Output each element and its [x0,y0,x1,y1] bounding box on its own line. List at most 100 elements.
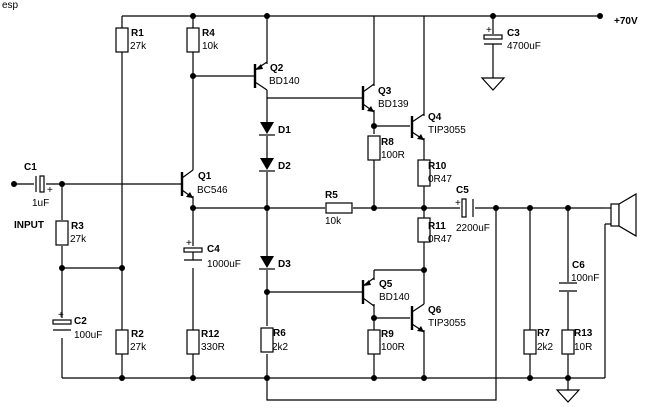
r11-ref: R11 [428,221,446,232]
c3-ref: C3 [507,28,520,39]
resistor-r9 [367,329,381,355]
capacitor-c6 [559,282,577,292]
c1-ref: C1 [24,162,37,173]
resistor-r8 [367,135,381,161]
transistor-q1 [180,169,194,199]
r4-ref: R4 [202,28,215,39]
r7-ref: R7 [537,328,550,339]
r5-ref: R5 [325,190,338,201]
d2-ref: D2 [278,161,291,172]
resistor-r1 [115,27,129,53]
r8-value: 100R [381,150,405,161]
c2-ref: C2 [74,316,87,327]
resistor-r12 [186,329,200,355]
wires [14,15,606,401]
transistor-q4 [410,113,425,141]
c3-value: 4700uF [507,41,541,52]
diode-d2 [259,158,275,172]
q4-ref: Q4 [428,112,442,123]
c5-value: 2200uF [456,223,490,234]
diodes [259,122,275,270]
r1-ref: R1 [131,28,144,39]
speaker-icon [605,192,637,238]
r6-value: 2k2 [272,342,289,353]
r1-value: 27k [130,41,147,52]
q6-value: TIP3055 [428,318,466,329]
resistor-r5 [325,202,353,214]
watermark: esp [2,0,19,11]
r13-ref: R13 [574,328,593,339]
resistor-r13 [561,329,575,355]
r4-value: 10k [202,41,219,52]
resistors [55,27,575,355]
r11-value: 0R47 [428,234,452,245]
r7-value: 2k2 [537,342,554,353]
c2-plus: + [58,310,64,321]
c3-plus: + [486,25,492,36]
r12-ref: R12 [201,329,220,340]
c4-value: 1000uF [207,259,241,270]
input-label: INPUT [14,220,44,231]
transistor-q2 [253,61,268,91]
q6-ref: Q6 [428,305,442,316]
labels: esp +70V INPUT R1 27k R2 27k R3 27k R4 1… [2,0,638,353]
c5-plus: + [455,198,461,209]
q4-value: TIP3055 [428,125,466,136]
q1-value: BC546 [197,185,228,196]
c1-plus: + [47,185,53,196]
r6-ref: R6 [273,328,286,339]
capacitor-c2 [52,319,72,331]
r13-value: 10R [574,342,592,353]
resistor-r7 [523,329,537,355]
capacitor-c5 [461,198,474,218]
c4-plus: + [186,238,192,249]
r5-value: 10k [325,216,342,227]
r2-ref: R2 [131,329,144,340]
r2-value: 27k [130,342,147,353]
q1-ref: Q1 [198,171,212,182]
c1-value: 1uF [32,198,49,209]
resistor-r3 [55,220,69,246]
capacitor-c4 [183,247,203,261]
capacitor-c1 [35,175,45,193]
d1-ref: D1 [278,125,291,136]
transistor-q6 [410,270,425,333]
r9-value: 100R [381,342,405,353]
transistor-q5 [361,277,375,307]
resistor-r4 [186,27,200,53]
diode-d3 [259,256,275,270]
q5-value: BD140 [379,292,410,303]
q2-value: BD140 [269,76,300,87]
resistor-r10 [417,159,431,187]
junction-dots [11,13,603,381]
resistor-r6 [260,327,274,353]
r3-value: 27k [70,234,87,245]
q3-ref: Q3 [378,86,392,97]
resistor-r11 [417,217,431,243]
d3-ref: D3 [278,259,291,270]
c4-ref: C4 [207,244,220,255]
q5-ref: Q5 [379,279,393,290]
diode-d1 [259,122,275,136]
c2-value: 100uF [74,330,102,341]
transistors [180,61,425,333]
capacitor-c3 [483,34,503,45]
r10-value: 0R47 [428,174,452,185]
supply-label: +70V [614,16,638,27]
c6-value: 100nF [571,273,599,284]
r9-ref: R9 [381,329,394,340]
transistor-q3 [361,83,375,113]
r12-value: 330R [201,342,225,353]
c6-ref: C6 [572,260,585,271]
r3-ref: R3 [71,221,84,232]
r10-ref: R10 [428,161,447,172]
r8-ref: R8 [381,137,394,148]
q3-value: BD139 [378,99,409,110]
capacitors [35,34,577,331]
c5-ref: C5 [456,185,469,196]
resistor-r2 [115,329,129,355]
q2-ref: Q2 [270,63,284,74]
ground-icon [480,77,581,403]
